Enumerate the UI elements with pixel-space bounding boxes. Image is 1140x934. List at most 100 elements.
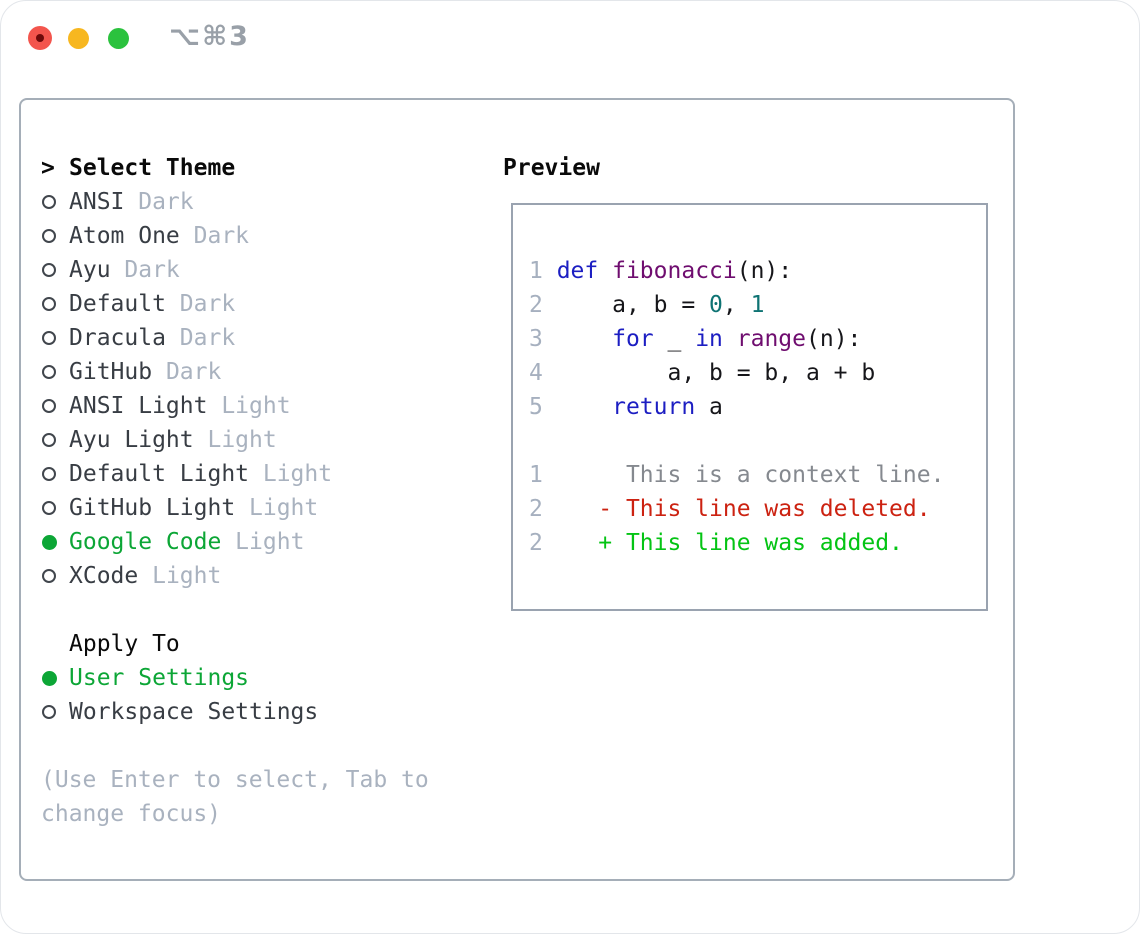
code-token	[598, 258, 612, 284]
theme-name: Google Code	[69, 529, 222, 555]
theme-variant: Dark	[110, 257, 180, 283]
select-theme-header: > Select Theme	[41, 151, 443, 185]
theme-name: Dracula	[69, 325, 166, 351]
radio-icon	[42, 229, 56, 243]
diff-text: - This line was deleted.	[542, 496, 931, 522]
theme-name: Default	[69, 291, 166, 317]
code-token: for	[612, 326, 654, 352]
theme-option-xcode-light[interactable]: XCode Light	[41, 559, 443, 593]
theme-name: ANSI	[69, 189, 125, 215]
focus-marker: >	[41, 155, 55, 181]
code-token: a, b = b, a + b	[556, 360, 876, 386]
line-number: 1	[529, 258, 557, 284]
radio-icon	[42, 195, 56, 209]
radio-icon	[42, 297, 56, 311]
line-number: 2	[529, 496, 543, 522]
theme-variant: Dark	[165, 325, 236, 351]
apply-option-label: Workspace Settings	[69, 699, 319, 725]
theme-name: GitHub Light	[69, 495, 236, 521]
theme-option-ansi-dark[interactable]: ANSI Dark	[41, 185, 443, 219]
radio-selected-icon	[42, 670, 57, 686]
code-token: 0	[709, 292, 723, 318]
code-token: a	[695, 394, 723, 420]
theme-option-default-light-light[interactable]: Default Light Light	[41, 457, 443, 491]
theme-variant: Light	[138, 563, 222, 589]
theme-option-default-dark[interactable]: Default Dark	[41, 287, 443, 321]
code-token	[723, 326, 737, 352]
apply-option-user-settings[interactable]: User Settings	[41, 661, 443, 695]
radio-icon	[42, 433, 56, 447]
line-number: 4	[529, 360, 557, 386]
spacer	[41, 729, 443, 763]
code-line: 5 return a	[529, 390, 986, 424]
radio-icon	[42, 467, 56, 481]
radio-icon	[42, 331, 56, 345]
code-token: _	[653, 326, 696, 352]
radio-icon	[42, 263, 56, 277]
diff-line-added: 2 + This line was added.	[529, 526, 986, 560]
diff-text: + This line was added.	[542, 530, 903, 556]
code-token: (n):	[736, 258, 793, 284]
theme-name: Default Light	[69, 461, 250, 487]
code-token: a, b =	[556, 292, 710, 318]
select-theme-label: Select Theme	[69, 155, 236, 181]
theme-option-google-code-light[interactable]: Google Code Light	[41, 525, 443, 559]
theme-variant: Dark	[124, 189, 194, 215]
theme-option-atom-one-dark[interactable]: Atom One Dark	[41, 219, 443, 253]
code-line: 3 for _ in range(n):	[529, 322, 986, 356]
theme-name: Atom One	[69, 223, 180, 249]
radio-icon	[42, 399, 56, 413]
radio-icon	[42, 365, 56, 379]
diff-text: This is a context line.	[542, 462, 945, 488]
diff-line-deleted: 2 - This line was deleted.	[529, 492, 986, 526]
code-token	[557, 326, 612, 352]
radio-icon	[42, 501, 56, 515]
theme-option-ayu-light-light[interactable]: Ayu Light Light	[41, 423, 443, 457]
code-token: ,	[722, 292, 751, 318]
theme-variant: Light	[193, 427, 277, 453]
line-number: 2	[529, 292, 557, 318]
theme-option-github-light-light[interactable]: GitHub Light Light	[41, 491, 443, 525]
close-button-icon[interactable]	[28, 26, 52, 50]
spacer	[41, 593, 443, 627]
zoom-button-icon[interactable]	[108, 27, 129, 49]
preview-blank-line	[529, 424, 986, 458]
traffic-lights	[28, 26, 129, 50]
line-number: 3	[529, 326, 557, 352]
line-number: 2	[529, 530, 543, 556]
code-line: 2 a, b = 0, 1	[529, 288, 986, 322]
radio-icon	[42, 705, 56, 719]
code-token: (n):	[806, 326, 862, 352]
minimize-button-icon[interactable]	[68, 27, 89, 49]
code-line: 4 a, b = b, a + b	[529, 356, 986, 390]
code-token: return	[612, 394, 696, 420]
code-token: def	[556, 258, 599, 284]
theme-option-ansi-light-light[interactable]: ANSI Light Light	[41, 389, 443, 423]
theme-name: Ayu Light	[69, 427, 194, 453]
theme-variant: Light	[207, 393, 291, 419]
radio-selected-icon	[42, 534, 57, 550]
help-text: (Use Enter to select, Tab to change focu…	[41, 767, 429, 827]
theme-variant: Dark	[179, 223, 250, 249]
apply-to-label: Apply To	[69, 631, 180, 657]
theme-option-github-dark[interactable]: GitHub Dark	[41, 355, 443, 389]
line-number: 1	[529, 462, 543, 488]
theme-option-dracula-dark[interactable]: Dracula Dark	[41, 321, 443, 355]
theme-variant: Light	[235, 495, 319, 521]
theme-name: Ayu	[69, 257, 111, 283]
window-title: ⌥⌘3	[169, 21, 250, 52]
apply-option-workspace-settings[interactable]: Workspace Settings	[41, 695, 443, 729]
code-token: 1	[750, 292, 765, 318]
apply-option-label: User Settings	[69, 665, 250, 691]
theme-option-ayu-dark[interactable]: Ayu Dark	[41, 253, 443, 287]
theme-name: GitHub	[69, 359, 153, 385]
code-token	[557, 394, 612, 420]
preview-diff: 1 This is a context line. 2 - This line w…	[529, 458, 986, 560]
code-token: range	[736, 326, 806, 352]
